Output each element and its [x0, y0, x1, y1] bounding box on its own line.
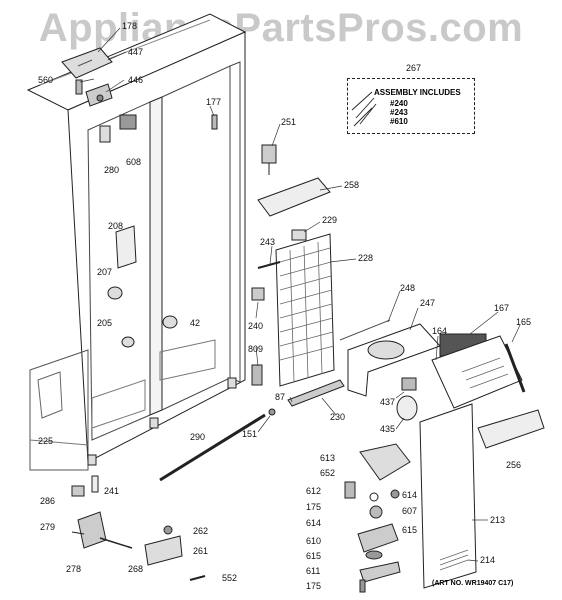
part-437-lamp-socket: [401, 377, 417, 391]
part-label-243: 243: [260, 237, 276, 247]
part-label-214: 214: [480, 555, 496, 565]
part-label-167: 167: [494, 303, 510, 313]
part-label-262: 262: [193, 526, 209, 536]
part-label-611: 611: [306, 566, 321, 576]
part-label-164: 164: [432, 326, 448, 336]
part-label-175-b: 175: [306, 581, 322, 591]
part-251-thermistor: [261, 144, 277, 175]
part-label-240: 240: [248, 321, 264, 331]
part-label-241: 241: [104, 486, 120, 496]
part-label-177: 177: [206, 97, 222, 107]
part-label-652: 652: [320, 468, 336, 478]
part-label-612: 612: [306, 486, 322, 496]
part-label-435: 435: [380, 424, 396, 434]
back-panel-vents: [439, 549, 469, 571]
part-label-178: 178: [122, 21, 138, 31]
assembly-item-2: #243: [390, 108, 408, 117]
part-label-208: 208: [108, 221, 124, 231]
assembly-item-3: #610: [390, 117, 408, 126]
assembly-note-box: [347, 78, 475, 134]
part-151-plug: [268, 408, 276, 416]
part-label-230: 230: [330, 412, 346, 422]
part-label-286: 286: [40, 496, 56, 506]
part-258-evaporator-cover: [257, 177, 331, 217]
part-label-251: 251: [281, 117, 297, 127]
part-435-lamp-bulb: [396, 395, 418, 421]
part-label-290: 290: [190, 432, 206, 442]
part-243-tube: [257, 261, 281, 269]
cabinet-frame: [26, 13, 247, 471]
part-label-615-a: 615: [402, 525, 418, 535]
lower-mechanism: [344, 443, 411, 593]
part-label-229: 229: [322, 215, 338, 225]
part-label-256: 256: [506, 460, 522, 470]
part-256-bracket: [477, 409, 545, 449]
part-label-446: 446: [128, 75, 144, 85]
part-label-614-a: 614: [402, 490, 418, 500]
part-809-heater: [251, 364, 263, 386]
part-290-drain-tube: [159, 413, 266, 482]
part-230-drain: [287, 379, 345, 407]
part-label-437: 437: [380, 397, 396, 407]
part-label-207: 207: [97, 267, 113, 277]
part-label-213: 213: [490, 515, 506, 525]
top-hinge-parts: [61, 47, 218, 143]
part-label-614-b: 614: [306, 518, 322, 528]
part-229-clip: [291, 229, 307, 241]
part-label-225: 225: [38, 436, 54, 446]
part-267-wire-harness: [351, 91, 377, 127]
part-label-610: 610: [306, 536, 322, 546]
part-247-fan-housing: [339, 319, 441, 397]
duct-vents: [461, 357, 509, 389]
part-164-duct-cover: [431, 335, 523, 409]
part-label-151: 151: [242, 429, 258, 439]
part-label-552: 552: [222, 573, 238, 583]
part-label-165: 165: [516, 317, 532, 327]
part-165-gasket: [504, 343, 526, 393]
part-label-279: 279: [40, 522, 56, 532]
part-label-248: 248: [400, 283, 416, 293]
part-240-thermostat: [251, 287, 265, 301]
part-label-175-a: 175: [306, 502, 322, 512]
part-label-228: 228: [358, 253, 374, 263]
part-label-613: 613: [320, 453, 336, 463]
part-label-560: 560: [38, 75, 54, 85]
interior-controls: [107, 225, 178, 348]
assembly-part-number: 267: [406, 63, 422, 73]
part-label-42: 42: [190, 318, 201, 328]
part-label-268: 268: [128, 564, 144, 574]
part-label-615-b: 615: [306, 551, 322, 561]
part-label-607: 607: [402, 506, 418, 516]
part-label-261: 261: [193, 546, 209, 556]
part-label-809: 809: [248, 344, 264, 354]
bottom-left-parts: [71, 475, 206, 581]
leader-lines: [79, 27, 521, 562]
part-label-205: 205: [97, 318, 113, 328]
part-228-evaporator: [275, 233, 335, 387]
art-number: (ART NO. WR19407 C17): [432, 580, 514, 587]
part-label-258: 258: [344, 180, 360, 190]
part-label-447: 447: [128, 47, 144, 57]
part-label-280: 280: [104, 165, 120, 175]
part-label-247: 247: [420, 298, 436, 308]
assembly-item-1: #240: [390, 99, 408, 108]
assembly-note-title: ASSEMBLY INCLUDES: [374, 88, 461, 97]
part-label-278: 278: [66, 564, 82, 574]
part-label-87: 87: [275, 392, 286, 402]
part-213-back-panel: [419, 403, 477, 589]
part-label-608: 608: [126, 157, 142, 167]
